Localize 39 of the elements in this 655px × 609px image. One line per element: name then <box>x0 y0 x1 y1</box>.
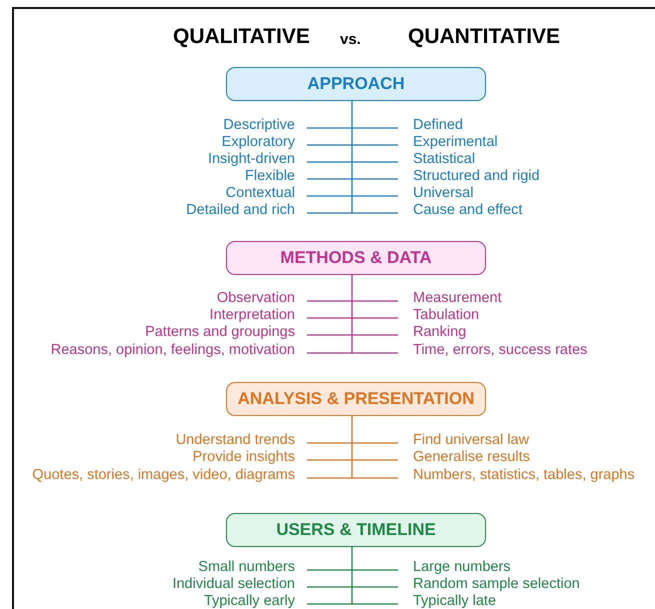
qualitative-item: Provide insights <box>192 449 295 466</box>
qualitative-item: Interpretation <box>210 307 295 324</box>
quantitative-item: Find universal law <box>413 432 530 449</box>
quantitative-item: Typically late <box>413 593 496 609</box>
qualitative-item: Individual selection <box>172 576 295 593</box>
qualitative-item: Typically early <box>204 593 295 609</box>
qualitative-item: Flexible <box>245 168 295 185</box>
quantitative-item: Generalise results <box>413 449 530 466</box>
qualitative-item: Observation <box>216 290 295 307</box>
qualitative-item: Insight-driven <box>208 151 295 168</box>
quantitative-item: Random sample selection <box>413 576 580 593</box>
quantitative-item: Tabulation <box>413 307 480 324</box>
quantitative-item: Cause and effect <box>413 202 522 219</box>
section-header: ANALYSIS & PRESENTATION <box>226 382 486 416</box>
qualitative-item: Quotes, stories, images, video, diagrams <box>32 467 295 484</box>
title-text: QUALITATIVE <box>173 25 310 49</box>
quantitative-item: Statistical <box>413 151 476 168</box>
quantitative-item: Numbers, statistics, tables, graphs <box>413 467 635 484</box>
section-header: APPROACH <box>226 67 486 101</box>
quantitative-item: Universal <box>413 185 474 202</box>
qualitative-item: Patterns and groupings <box>145 324 295 341</box>
section-header: METHODS & DATA <box>226 241 486 275</box>
qualitative-item: Exploratory <box>222 134 295 151</box>
qualitative-item: Detailed and rich <box>186 202 295 219</box>
section-header: USERS & TIMELINE <box>226 513 486 547</box>
quantitative-item: Experimental <box>413 134 498 151</box>
qualitative-item: Contextual <box>226 185 295 202</box>
quantitative-item: Measurement <box>413 290 502 307</box>
quantitative-item: Defined <box>413 117 463 134</box>
quantitative-item: Structured and rigid <box>413 168 540 185</box>
title-text: QUANTITATIVE <box>408 25 560 49</box>
qualitative-item: Understand trends <box>176 432 295 449</box>
qualitative-item: Reasons, opinion, feelings, motivation <box>50 342 295 359</box>
quantitative-item: Large numbers <box>413 559 511 576</box>
quantitative-item: Ranking <box>413 324 466 341</box>
quantitative-item: Time, errors, success rates <box>413 342 588 359</box>
qualitative-item: Descriptive <box>223 117 295 134</box>
qualitative-item: Small numbers <box>198 559 295 576</box>
versus-text: vs. <box>340 31 361 48</box>
